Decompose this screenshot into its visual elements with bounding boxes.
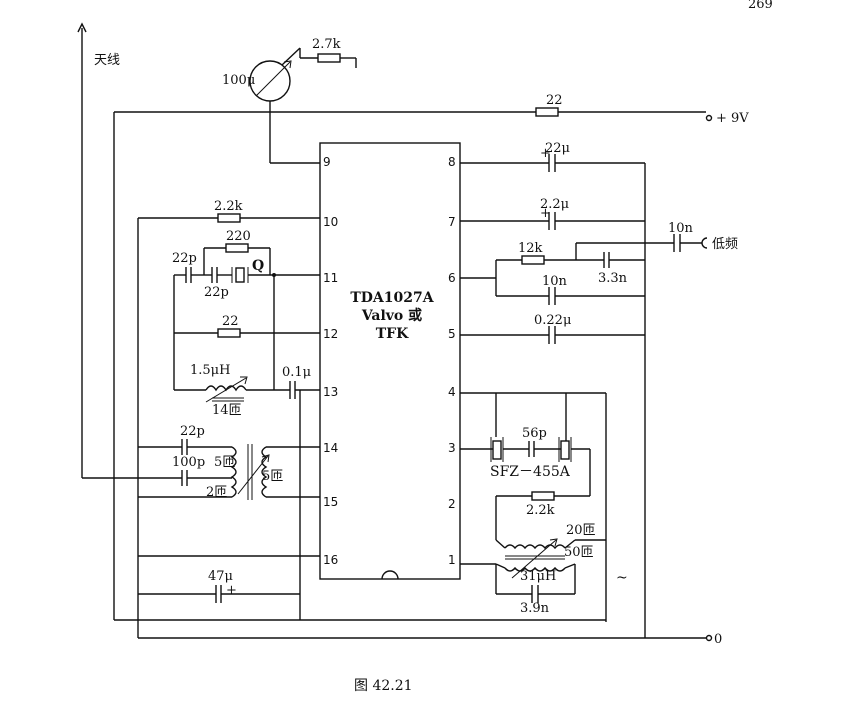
page-number: 269 xyxy=(748,0,773,12)
left-network: 2.2k 22p 220 22p Q 22 xyxy=(137,199,320,620)
pin-9: 9 xyxy=(323,155,331,169)
coil-1-5uh xyxy=(205,385,247,392)
ic-maker-2: TFK xyxy=(376,326,409,342)
audio-out-label: 低频 xyxy=(712,237,738,252)
l13-label: 1.5μH xyxy=(190,363,230,378)
c7-label: 2.2μ xyxy=(540,197,569,212)
ic-pins-left: 9 10 11 12 13 14 15 16 xyxy=(323,155,338,567)
pin-5: 5 xyxy=(448,327,456,341)
c5-label: 0.22μ xyxy=(534,313,571,328)
ic-pins-right: 8 7 6 5 4 3 2 1 xyxy=(448,155,456,567)
turns-14-label: 14匝 xyxy=(212,403,242,418)
ic-maker-1: Valvo 或 xyxy=(361,307,422,324)
crystal-label: Q xyxy=(252,258,264,274)
resistor-22-supply xyxy=(535,107,559,117)
c13-label: 0.1μ xyxy=(282,365,311,380)
c56p-label: 56p xyxy=(522,426,547,441)
pin-3: 3 xyxy=(448,441,456,455)
r6-label: 12k xyxy=(518,241,543,256)
antenna-arrow-icon xyxy=(77,22,87,33)
l31-label: 31μH xyxy=(520,569,556,584)
c6b-label: 10n xyxy=(542,274,568,289)
resistor-220 xyxy=(225,243,249,253)
filter-element-right xyxy=(560,440,570,460)
filter-label: SFZ－455A xyxy=(490,464,571,480)
filter-element-left xyxy=(492,440,502,460)
ic-notch xyxy=(381,570,399,580)
r10-label: 2.2k xyxy=(214,199,243,214)
c8-plus: + xyxy=(540,146,551,161)
r-supply-label: 22 xyxy=(546,93,563,108)
pin-8: 8 xyxy=(448,155,456,169)
supply-label: + 9V xyxy=(716,111,749,126)
resistor-12k xyxy=(521,255,545,265)
figure-caption: 图 42.21 xyxy=(354,678,413,694)
resistor-2-2k-filter xyxy=(531,491,555,501)
c8-label: 22μ xyxy=(545,141,570,156)
meter-label: 100μ xyxy=(222,73,255,88)
c-out-label: 10n xyxy=(668,221,694,236)
c22p-b-label: 22p xyxy=(204,285,229,300)
c100p-label: 100p xyxy=(172,455,205,470)
turns-5b-label: 5匝 xyxy=(262,469,283,484)
meter-circuit: 100μ 2.7k xyxy=(222,37,357,164)
right-rail: + 22μ + 2.2μ 12k 3.3n 10n 低频 10n xyxy=(460,141,738,638)
r220-label: 220 xyxy=(226,229,251,244)
pin-15: 15 xyxy=(323,495,338,509)
coil-50-turns xyxy=(504,566,566,572)
ground-terminal xyxy=(705,634,713,642)
pin-6: 6 xyxy=(448,271,456,285)
resistor-2-7k xyxy=(317,53,341,63)
crystal-q xyxy=(235,267,245,283)
pin-10: 10 xyxy=(323,215,338,229)
ground-label: 0 xyxy=(714,632,722,647)
c3-9n-label: 3.9n xyxy=(520,601,550,616)
coil-20-turns xyxy=(504,544,566,550)
pin-16: 16 xyxy=(323,553,338,567)
pin-11: 11 xyxy=(323,271,338,285)
pin-13: 13 xyxy=(323,385,338,399)
antenna-label: 天线 xyxy=(94,53,120,68)
supply-terminal xyxy=(705,114,713,122)
ic-name: TDA1027A xyxy=(350,290,434,306)
coil-primary xyxy=(230,446,237,498)
audio-out-terminal xyxy=(701,237,708,249)
pin-12: 12 xyxy=(323,327,338,341)
pin-7: 7 xyxy=(448,215,456,229)
ceramic-filter: 56p SFZ－455A 2.2k xyxy=(460,392,607,622)
ground-rail: 0 xyxy=(114,619,722,647)
c47-plus: + xyxy=(226,583,237,598)
ic-tda1027a: TDA1027A Valvo 或 TFK xyxy=(319,142,461,580)
pin-2: 2 xyxy=(448,497,456,511)
ac-symbol: ~ xyxy=(616,570,628,586)
c22p-c-label: 22p xyxy=(180,424,205,439)
meter-icon xyxy=(249,60,291,102)
c6a-label: 3.3n xyxy=(598,271,628,286)
r-filter-label: 2.2k xyxy=(526,503,555,518)
turns-5a-label: 5匝 xyxy=(214,455,235,470)
turns-20-label: 20匝 xyxy=(566,523,596,538)
r12-label: 22 xyxy=(222,314,239,329)
pin-1: 1 xyxy=(448,553,456,567)
r-meter-label: 2.7k xyxy=(312,37,341,52)
c7-plus: + xyxy=(540,206,551,221)
resistor-22-pin12 xyxy=(217,328,241,338)
turns-50-label: 50匝 xyxy=(564,545,594,560)
turns-2-label: 2匝 xyxy=(206,485,227,500)
pin-14: 14 xyxy=(323,441,338,455)
if-transformer: 20匝 50匝 31μH 3.9n ~ xyxy=(460,523,628,616)
pin-4: 4 xyxy=(448,385,456,399)
resistor-2-2k-pin10 xyxy=(217,213,241,223)
supply-rail: 22 + 9V xyxy=(113,93,749,620)
c47-label: 47μ xyxy=(208,569,233,584)
c22p-a-label: 22p xyxy=(172,251,197,266)
